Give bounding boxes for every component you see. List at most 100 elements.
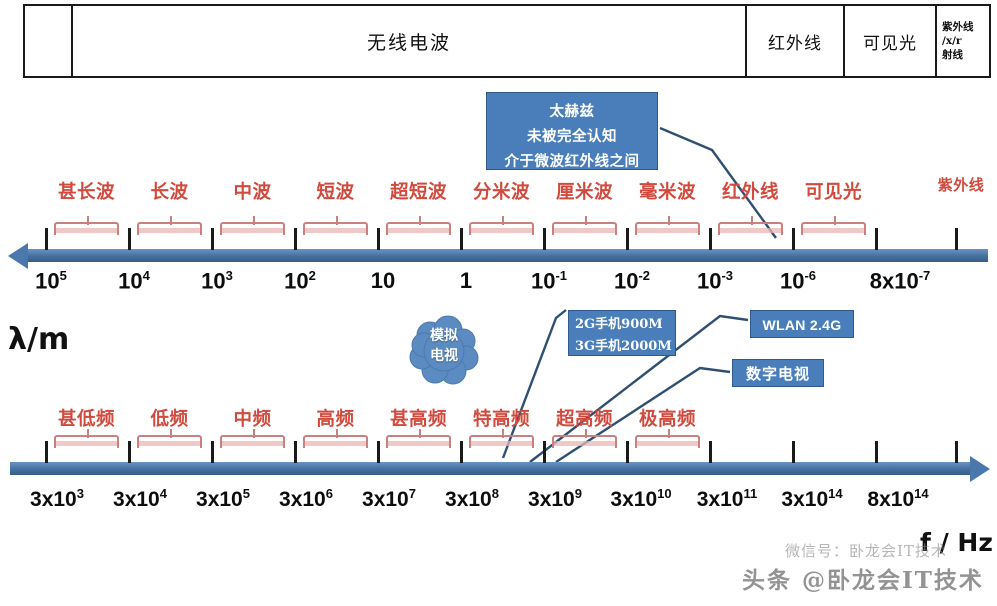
axis-tick — [543, 228, 546, 250]
axis-tick — [211, 441, 214, 463]
band-bracket-stem — [833, 216, 836, 225]
callout-terahertz-line3: 介于微波红外线之间 — [504, 152, 640, 170]
band-bracket-stem — [501, 429, 504, 438]
axis-tick — [543, 441, 546, 463]
frequency-axis-line — [10, 462, 970, 475]
axis-tick — [626, 441, 629, 463]
axis-tick-label: 104 — [118, 268, 150, 294]
axis-tick-label: 8x10-7 — [869, 268, 931, 294]
axis-tick-label: 105 — [35, 268, 67, 294]
band-bracket-stem — [169, 216, 172, 225]
axis-tick — [460, 228, 463, 250]
callout-mobile-line2: 3G手机2000M — [575, 339, 672, 355]
axis-tick-label: 3x1014 — [781, 486, 843, 511]
band-bracket-fill — [720, 228, 781, 233]
axis-tick — [377, 441, 380, 463]
band-label: 超短波 — [389, 182, 447, 203]
axis-tick — [709, 441, 712, 463]
band-label: 中波 — [233, 182, 272, 203]
axis-tick-label: 10-6 — [779, 268, 817, 294]
band-label: 甚长波 — [57, 182, 115, 203]
band-bracket-fill — [554, 228, 615, 233]
callout-mobile-phone[interactable]: 2G手机900M 3G手机2000M — [568, 310, 676, 356]
band-bracket-fill — [139, 228, 200, 233]
band-label: 长波 — [150, 182, 189, 203]
axis-tick — [875, 441, 878, 463]
wavelength-axis-arrow — [8, 243, 28, 269]
uv-label-line: 射线 — [942, 49, 963, 62]
axis-tick — [128, 228, 131, 250]
axis-tick-label: 10-3 — [696, 268, 734, 294]
axis-tick — [626, 228, 629, 250]
band-bracket-stem — [86, 429, 89, 438]
axis-tick — [792, 441, 795, 463]
frequency-unit-label: f / Hz — [920, 528, 993, 557]
band-bracket-stem — [667, 216, 670, 225]
band-bracket-stem — [667, 429, 670, 438]
callout-terahertz[interactable]: 太赫兹 未被完全认知 介于微波红外线之间 — [486, 92, 658, 170]
wavelength-unit-label: λ/m — [8, 322, 70, 357]
band-bracket-stem — [169, 429, 172, 438]
band-label: 特高频 — [472, 409, 530, 430]
table-cell-visible-light: 可见光 — [845, 6, 937, 76]
axis-tick-label: 3x1011 — [696, 486, 758, 511]
axis-tick-label: 3x107 — [362, 486, 416, 511]
band-bracket-stem — [335, 216, 338, 225]
band-bracket-fill — [471, 228, 532, 233]
axis-tick — [294, 441, 297, 463]
band-bracket-fill — [139, 441, 200, 446]
callout-terahertz-line1: 太赫兹 — [549, 103, 595, 120]
axis-tick-label: 1 — [459, 268, 473, 293]
wavelength-axis-line — [28, 249, 988, 262]
axis-tick — [709, 228, 712, 250]
axis-tick — [294, 228, 297, 250]
axis-tick-label: 8x1014 — [867, 486, 929, 511]
axis-tick-label: 103 — [201, 268, 233, 294]
band-label: 可见光 — [804, 182, 862, 203]
band-label: 分米波 — [472, 182, 530, 203]
band-label: 甚高频 — [389, 409, 447, 430]
band-bracket-stem — [252, 216, 255, 225]
callout-wlan[interactable]: WLAN 2.4G — [750, 310, 854, 338]
band-bracket-stem — [418, 216, 421, 225]
band-label: 超高频 — [555, 409, 613, 430]
axis-tick — [377, 228, 380, 250]
axis-tick — [45, 228, 48, 250]
uv-label-line: 紫外线 — [942, 20, 974, 33]
axis-tick — [875, 228, 878, 250]
band-label: 低频 — [150, 409, 189, 430]
axis-tick-label: 10-2 — [613, 268, 651, 294]
callout-digital-tv[interactable]: 数字电视 — [732, 359, 824, 387]
table-cell-infrared: 红外线 — [747, 6, 845, 76]
band-bracket-fill — [222, 228, 283, 233]
cloud-shape-analog-tv[interactable] — [408, 315, 480, 387]
axis-tick — [792, 228, 795, 250]
band-label: 红外线 — [721, 182, 779, 203]
axis-tick-label: 10-1 — [530, 268, 568, 294]
band-label: 毫米波 — [638, 182, 696, 203]
band-bracket-stem — [750, 216, 753, 225]
band-label: 甚低频 — [57, 409, 115, 430]
band-bracket-fill — [388, 228, 449, 233]
axis-tick-label: 3x109 — [528, 486, 582, 511]
band-bracket-stem — [418, 429, 421, 438]
band-bracket-fill — [388, 441, 449, 446]
band-bracket-fill — [803, 228, 864, 233]
band-bracket-fill — [637, 441, 698, 446]
axis-tick — [955, 441, 958, 463]
axis-tick — [460, 441, 463, 463]
table-cell-spacer — [25, 6, 73, 76]
axis-tick — [955, 228, 958, 250]
band-label: 中频 — [233, 409, 272, 430]
band-label: 厘米波 — [555, 182, 613, 203]
axis-tick-label: 3x104 — [113, 486, 167, 511]
table-cell-radio-wave: 无线电波 — [73, 6, 747, 76]
band-bracket-fill — [554, 441, 615, 446]
frequency-axis-arrow — [970, 456, 990, 482]
callout-terahertz-line2: 未被完全认知 — [527, 127, 617, 145]
axis-tick-label: 3x103 — [30, 486, 84, 511]
axis-tick — [45, 441, 48, 463]
